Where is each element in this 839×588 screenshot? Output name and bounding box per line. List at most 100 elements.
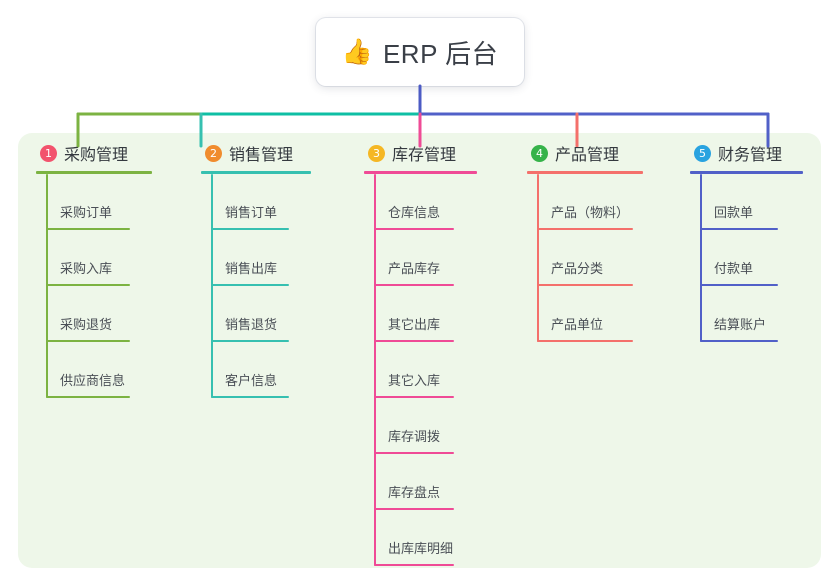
leaf-node[interactable]: 结算账户 [690, 286, 803, 342]
leaf-underline [537, 228, 633, 230]
leaf-node[interactable]: 库存盘点 [364, 454, 477, 510]
leaf-node[interactable]: 其它入库 [364, 342, 477, 398]
leaf-label: 回款单 [714, 205, 754, 220]
leaf-node[interactable]: 产品库存 [364, 230, 477, 286]
leaf-underline [374, 396, 454, 398]
leaf-label: 销售出库 [225, 261, 278, 276]
leaf-underline [211, 340, 289, 342]
leaf-label: 销售订单 [225, 205, 278, 220]
branch-number-badge: 2 [205, 144, 222, 162]
leaf-node[interactable]: 其它出库 [364, 286, 477, 342]
leaf-node[interactable]: 客户信息 [201, 342, 311, 398]
branch-column-1: 1 采购管理采购订单采购入库采购退货供应商信息 [36, 140, 152, 398]
leaf-node[interactable]: 库存调拨 [364, 398, 477, 454]
leaf-label: 供应商信息 [60, 373, 126, 388]
branch-header-rule [527, 171, 643, 174]
branch-number-badge: 5 [694, 144, 711, 162]
branch-trunk-line [374, 174, 376, 566]
leaf-label: 付款单 [714, 261, 754, 276]
leaf-node[interactable]: 回款单 [690, 174, 803, 230]
branch-column-2: 2 销售管理销售订单销售出库销售退货客户信息 [201, 140, 311, 398]
branch-trunk-line [46, 174, 48, 398]
leaf-node[interactable]: 产品（物料） [527, 174, 643, 230]
branch-header-1[interactable]: 1 采购管理 [36, 140, 152, 166]
leaf-underline [537, 284, 633, 286]
leaf-label: 客户信息 [225, 373, 278, 388]
leaf-label: 仓库信息 [388, 205, 441, 220]
branch-title: 财务管理 [718, 147, 783, 164]
leaf-node[interactable]: 仓库信息 [364, 174, 477, 230]
branch-title: 库存管理 [392, 147, 457, 164]
branch-header-5[interactable]: 5 财务管理 [690, 140, 803, 166]
branch-leaf-list: 仓库信息产品库存其它出库其它入库库存调拨库存盘点出库库明细 [364, 174, 477, 566]
leaf-label: 库存调拨 [388, 429, 441, 444]
branch-number-badge: 1 [40, 144, 57, 162]
branch-title: 销售管理 [229, 147, 294, 164]
thumbs-up-icon: 👍 [341, 37, 373, 66]
leaf-underline [374, 564, 454, 566]
leaf-node[interactable]: 产品分类 [527, 230, 643, 286]
leaf-label: 库存盘点 [388, 485, 441, 500]
leaf-underline [46, 228, 130, 230]
leaf-label: 出库库明细 [388, 541, 454, 556]
leaf-underline [211, 228, 289, 230]
leaf-node[interactable]: 采购入库 [36, 230, 152, 286]
branch-number-badge: 3 [368, 144, 385, 162]
branch-number-badge: 4 [531, 144, 548, 162]
leaf-underline [211, 396, 289, 398]
leaf-underline [374, 452, 454, 454]
branch-trunk-line [211, 174, 213, 398]
branch-header-2[interactable]: 2 销售管理 [201, 140, 311, 166]
leaf-underline [374, 340, 454, 342]
leaf-label: 产品库存 [388, 261, 441, 276]
branch-trunk-line [700, 174, 702, 342]
leaf-label: 其它出库 [388, 317, 441, 332]
root-node-erp-backend[interactable]: 👍 ERP 后台 [316, 18, 524, 86]
leaf-underline [374, 228, 454, 230]
branch-header-rule [690, 171, 803, 174]
branch-title: 产品管理 [555, 147, 620, 164]
branch-header-4[interactable]: 4 产品管理 [527, 140, 643, 166]
leaf-node[interactable]: 采购退货 [36, 286, 152, 342]
branch-trunk-line [537, 174, 539, 342]
leaf-underline [46, 284, 130, 286]
leaf-underline [700, 340, 778, 342]
branch-header-rule [364, 171, 477, 174]
leaf-label: 采购入库 [60, 261, 113, 276]
branch-title: 采购管理 [64, 147, 129, 164]
leaf-underline [700, 284, 778, 286]
leaf-label: 产品（物料） [551, 205, 630, 220]
branch-panel-background [18, 133, 821, 568]
leaf-label: 产品单位 [551, 317, 604, 332]
leaf-underline [46, 340, 130, 342]
branch-header-rule [201, 171, 311, 174]
root-node-label: ERP 后台 [382, 38, 499, 69]
branch-leaf-list: 采购订单采购入库采购退货供应商信息 [36, 174, 152, 398]
leaf-node[interactable]: 采购订单 [36, 174, 152, 230]
leaf-node[interactable]: 出库库明细 [364, 510, 477, 566]
leaf-node[interactable]: 销售订单 [201, 174, 311, 230]
branch-column-4: 4 产品管理产品（物料） 产品分类产品单位 [527, 140, 643, 342]
branch-header-3[interactable]: 3 库存管理 [364, 140, 477, 166]
leaf-label: 销售退货 [225, 317, 278, 332]
leaf-node[interactable]: 销售退货 [201, 286, 311, 342]
leaf-label: 结算账户 [714, 317, 767, 332]
leaf-underline [374, 284, 454, 286]
branch-column-3: 3 库存管理仓库信息产品库存其它出库其它入库库存调拨库存盘点出库库明细 [364, 140, 477, 566]
branch-column-5: 5 财务管理回款单付款单结算账户 [690, 140, 803, 342]
leaf-node[interactable]: 供应商信息 [36, 342, 152, 398]
leaf-underline [46, 396, 130, 398]
leaf-node[interactable]: 销售出库 [201, 230, 311, 286]
leaf-node[interactable]: 付款单 [690, 230, 803, 286]
branch-leaf-list: 产品（物料） 产品分类产品单位 [527, 174, 643, 342]
leaf-underline [700, 228, 778, 230]
branch-leaf-list: 销售订单销售出库销售退货客户信息 [201, 174, 311, 398]
leaf-node[interactable]: 产品单位 [527, 286, 643, 342]
leaf-underline [374, 508, 454, 510]
leaf-underline [537, 340, 633, 342]
branch-header-rule [36, 171, 152, 174]
leaf-label: 产品分类 [551, 261, 604, 276]
branch-leaf-list: 回款单付款单结算账户 [690, 174, 803, 342]
leaf-label: 采购退货 [60, 317, 113, 332]
